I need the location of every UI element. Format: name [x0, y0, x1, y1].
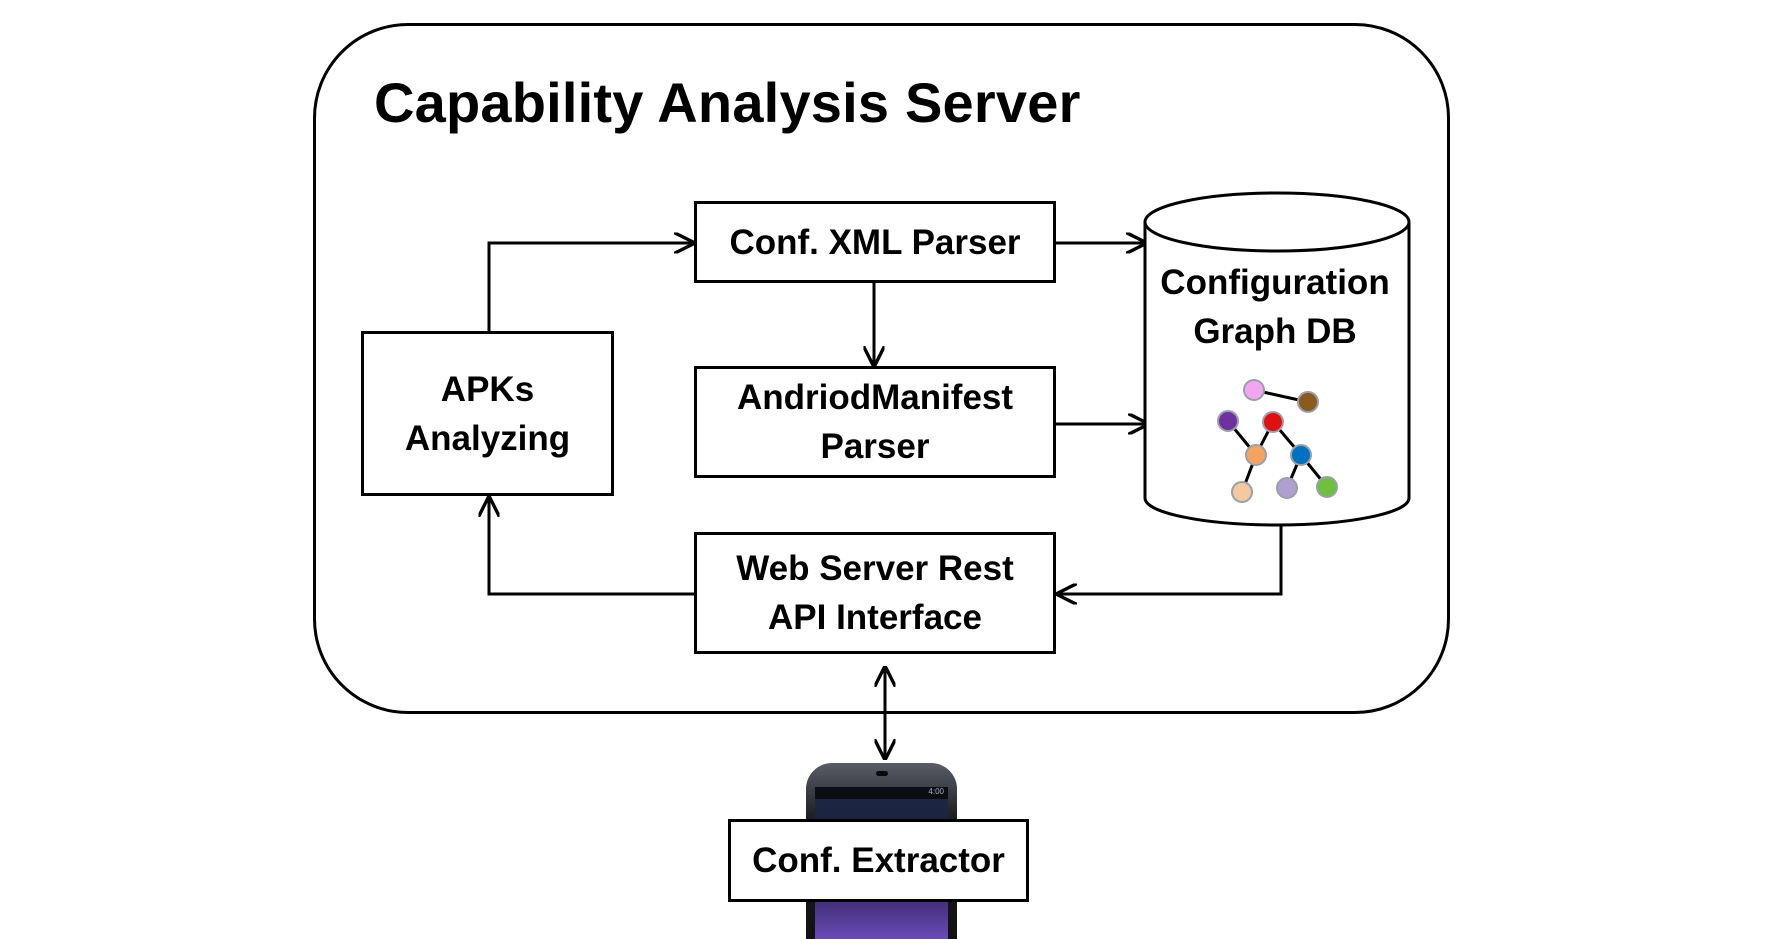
graph-node: [1245, 444, 1267, 466]
apks-analyzing-line1: APKs: [440, 369, 535, 409]
graph-node: [1243, 379, 1265, 401]
graph-icon: [1217, 379, 1338, 503]
web-server-line1: Web Server Rest: [736, 549, 1014, 588]
server-title: Capability Analysis Server: [374, 71, 1081, 134]
graph-node: [1231, 481, 1253, 503]
manifest-parser-box: AndriodManifest Parser: [694, 366, 1056, 478]
database-label-line1: Configuration: [1160, 263, 1390, 302]
apks-analyzing-box: APKs Analyzing: [361, 331, 614, 496]
manifest-parser-line1: AndriodManifest: [736, 378, 1014, 417]
graph-node: [1217, 410, 1239, 432]
graph-node: [1290, 444, 1312, 466]
arrow-db-to-web-server: [1058, 524, 1283, 594]
apks-analyzing-line2: Analyzing: [404, 418, 571, 458]
graph-node: [1297, 391, 1319, 413]
graph-node: [1276, 477, 1298, 499]
phone-camera: [876, 771, 888, 776]
conf-extractor-label: Conf. Extractor: [752, 841, 1005, 880]
arrow-apks-to-xml-parser: [487, 243, 693, 332]
database-label: Configuration Graph DB: [1142, 258, 1408, 356]
web-server-api-box: Web Server Rest API Interface: [694, 532, 1056, 654]
graph-node: [1262, 411, 1284, 433]
database-cylinder: [1143, 191, 1411, 527]
conf-xml-parser-label: Conf. XML Parser: [729, 222, 1021, 262]
arrow-web-server-to-apks: [489, 498, 694, 596]
database-label-line2: Graph DB: [1193, 312, 1357, 351]
graph-node: [1316, 476, 1338, 498]
conf-xml-parser-box: Conf. XML Parser: [694, 201, 1056, 283]
conf-extractor-box: Conf. Extractor: [728, 819, 1029, 902]
web-server-line2: API Interface: [768, 598, 982, 637]
phone-status-bar: 4:00: [815, 787, 948, 799]
manifest-parser-line2: Parser: [820, 427, 930, 466]
